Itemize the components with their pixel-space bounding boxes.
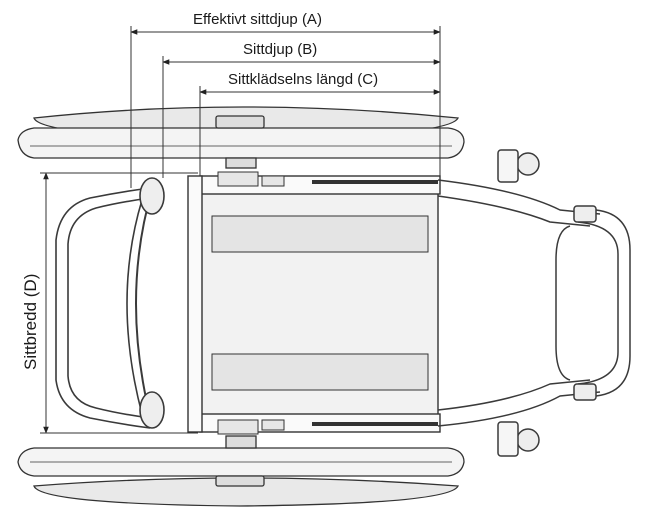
rail-block-bottom-1 [217,419,259,435]
back-clamp-top [139,177,165,215]
back-clamp-bottom [139,391,165,429]
front-tube-top-outer [437,179,601,215]
front-tube-bottom-outer [437,391,601,427]
label-seat-depth: Sittdjup (B) [243,41,318,58]
caster-bottom [516,428,540,452]
footrest-bar [555,225,571,381]
caster-top [516,152,540,176]
front-tube-top-inner [437,195,591,227]
label-upholstery-length: Sittklädselns längd (C) [228,71,379,88]
top-axle [225,157,257,169]
back-strap-inner [126,199,143,415]
footrest-loop-outer [595,209,631,397]
back-strap [135,189,153,425]
bottom-hub [215,475,265,487]
frame [55,177,165,429]
rail-block-top-2 [261,175,285,187]
top-pushrim [17,127,465,159]
frame-clamp-top [573,205,597,223]
top-wheel [17,106,465,169]
seat [187,171,441,435]
rail-block-bottom-2 [261,419,285,431]
label-seat-width: Sittbredd (D) [21,273,40,370]
top-hub [215,115,265,129]
front-tube-bottom-inner [437,379,591,411]
caster-fork-bottom [497,421,519,457]
front-frame [437,149,631,457]
rail-block-top-1 [217,171,259,187]
backrest-frame-inner [67,197,151,419]
seat-cushion-strip-top [211,215,429,253]
footrest-loop-inner [577,221,619,385]
dimension-lines [40,26,441,434]
bottom-tire [33,477,459,507]
bottom-axle [225,435,257,449]
bottom-wheel [17,435,465,507]
label-effective-seat-depth: Effektivt sittdjup (A) [193,11,322,28]
backrest-frame [55,187,151,429]
caster-fork-top [497,149,519,183]
seat-back-tube [187,175,203,433]
seat-cushion-strip-bottom [211,353,429,391]
frame-clamp-bottom [573,383,597,401]
